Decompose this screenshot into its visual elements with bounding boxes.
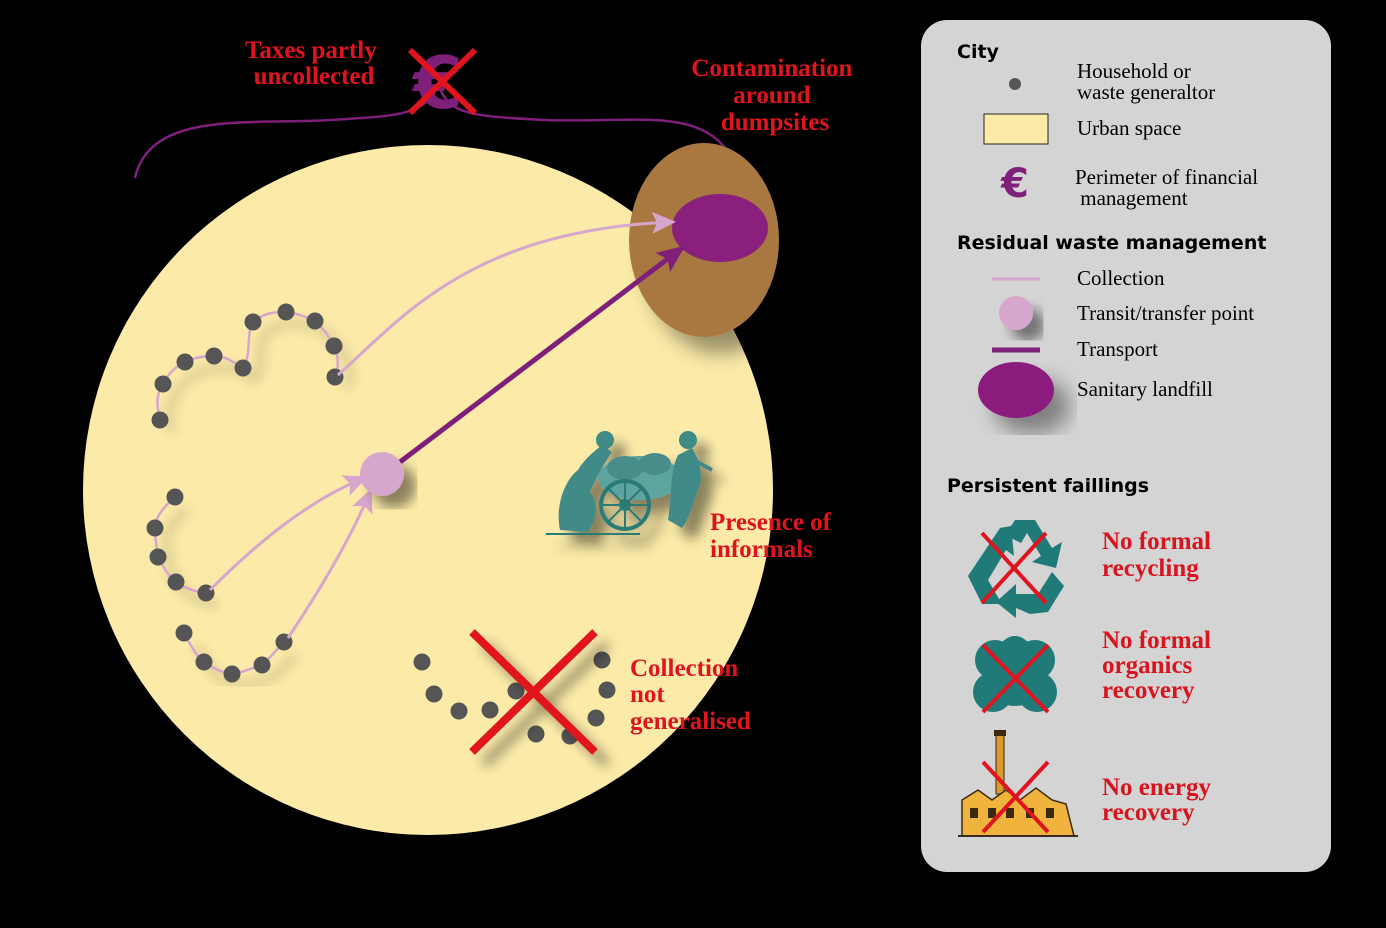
household-cluster-uncollected bbox=[413, 651, 616, 745]
household-dot bbox=[587, 709, 605, 727]
no-recycling-label: No formal recycling bbox=[1102, 528, 1217, 582]
household-dot bbox=[598, 681, 616, 699]
household-dot bbox=[450, 702, 468, 720]
household-dot bbox=[176, 353, 194, 371]
household-dot bbox=[223, 665, 241, 683]
legend-landfill bbox=[978, 362, 1054, 418]
landfill bbox=[672, 194, 768, 262]
household-dot bbox=[481, 701, 499, 719]
household-dot bbox=[306, 312, 324, 330]
legend-heading-city: City bbox=[957, 41, 1000, 63]
no-organics-label: No formal organics recovery bbox=[1102, 627, 1217, 704]
household-dot bbox=[527, 725, 545, 743]
cross-icon bbox=[469, 629, 598, 755]
legend-transit-point bbox=[999, 296, 1033, 330]
no-energy-label: No energy recovery bbox=[1102, 774, 1217, 826]
legend-heading-failings: Persistent faillings bbox=[947, 475, 1149, 497]
legend-household-dot bbox=[1009, 78, 1021, 90]
contamination-annotation: Contamination around dumpsites bbox=[691, 55, 858, 136]
household-dot bbox=[167, 573, 185, 591]
household-dot bbox=[507, 682, 525, 700]
recycling-icon bbox=[968, 520, 1064, 618]
household-dot bbox=[195, 653, 213, 671]
collection-arrow-to-landfill bbox=[337, 211, 676, 377]
household-dot bbox=[175, 624, 193, 642]
cross-icon bbox=[407, 47, 478, 116]
informals-annotation: Presence of informals bbox=[710, 509, 837, 563]
household-dot bbox=[253, 656, 271, 674]
legend-collection-label: Collection bbox=[1077, 266, 1165, 290]
cart-pushers-icon bbox=[546, 431, 713, 535]
household-dot bbox=[277, 303, 295, 321]
household-dot bbox=[154, 375, 172, 393]
household-dot bbox=[146, 519, 164, 537]
legend-urban-space-swatch bbox=[983, 113, 1049, 145]
legend-panel bbox=[921, 20, 1331, 872]
cross-icon bbox=[981, 643, 1050, 714]
legend-landfill-label: Sanitary landfill bbox=[1077, 377, 1213, 401]
taxes-annotation: Taxes partly uncollected bbox=[245, 37, 383, 90]
cross-icon bbox=[980, 531, 1048, 605]
household-dot bbox=[425, 685, 443, 703]
transport-arrow bbox=[398, 245, 686, 464]
household-dot bbox=[593, 651, 611, 669]
legend-perimeter-label: Perimeter of financial management bbox=[1075, 165, 1263, 210]
legend-heading-rwm: Residual waste management bbox=[957, 232, 1266, 254]
household-dot bbox=[205, 347, 223, 365]
legend-transport-label: Transport bbox=[1077, 337, 1158, 361]
legend-transit-label: Transit/transfer point bbox=[1077, 301, 1254, 325]
household-dot bbox=[244, 313, 262, 331]
household-dot bbox=[149, 548, 167, 566]
legend-urban-space-label: Urban space bbox=[1077, 116, 1181, 140]
household-dot bbox=[413, 653, 431, 671]
household-dot bbox=[166, 488, 184, 506]
collection-arrow-to-transit-1 bbox=[208, 475, 368, 592]
collection-arrow-to-transit-2 bbox=[286, 488, 373, 639]
transit-point bbox=[360, 452, 404, 496]
collection-annotation: Collection not generalised bbox=[630, 655, 751, 735]
collection-route-top bbox=[156, 310, 340, 421]
household-dot bbox=[234, 359, 252, 377]
legend-euro-icon: € bbox=[1000, 161, 1029, 207]
legend-household-label: Household or waste generaltor bbox=[1077, 59, 1215, 104]
cross-icon bbox=[981, 760, 1050, 834]
household-dot bbox=[151, 411, 169, 429]
household-dot bbox=[325, 337, 343, 355]
